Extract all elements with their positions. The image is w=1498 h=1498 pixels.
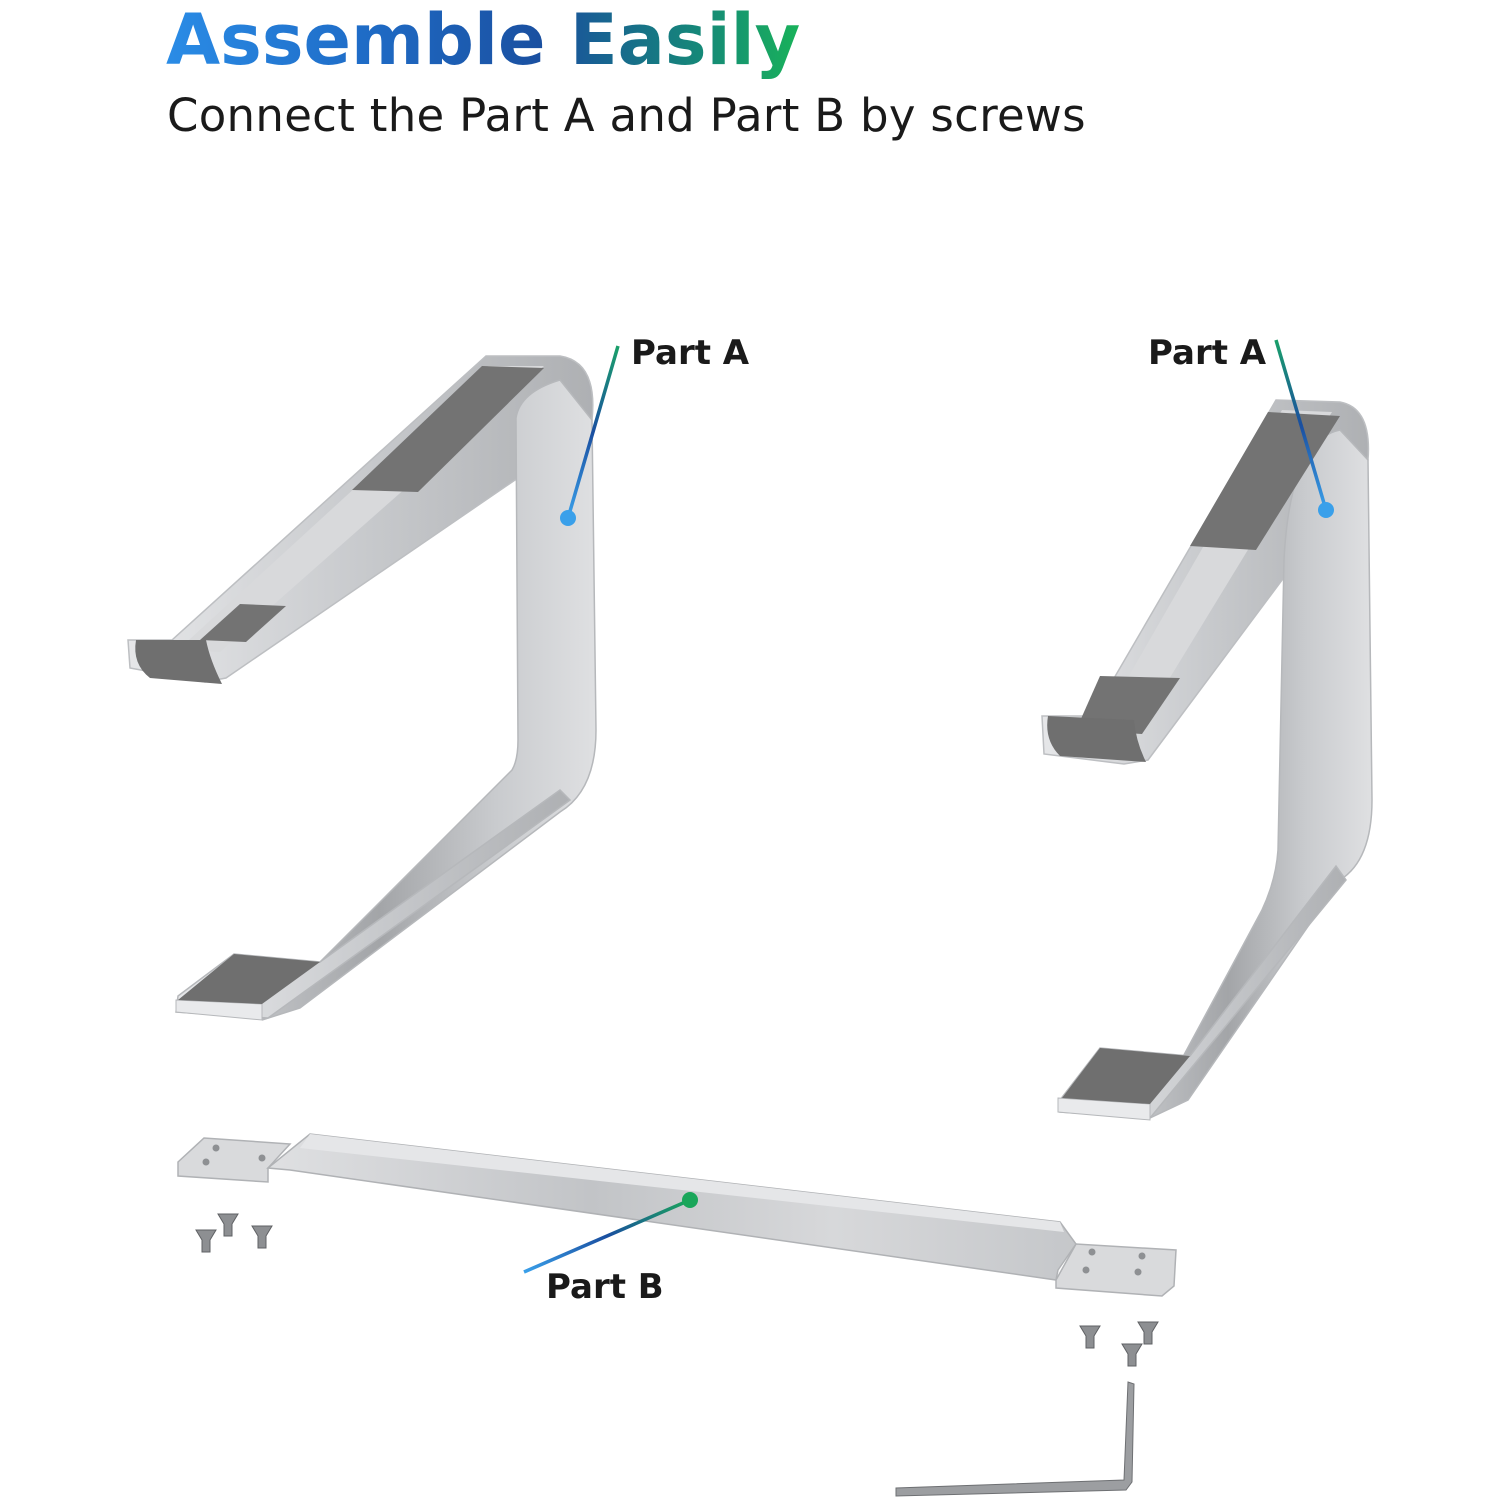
label-part-a-right: Part A: [1148, 333, 1267, 373]
page-title: Assemble Easily: [166, 0, 801, 81]
marker-dot: [560, 510, 576, 526]
callout-part-b: Part B: [523, 1192, 698, 1307]
part-a-right-bracket: [1041, 399, 1373, 1121]
screw-icon: [1079, 1325, 1101, 1349]
screw-icon: [1137, 1321, 1159, 1345]
label-part-b: Part B: [546, 1267, 664, 1307]
screw-icon: [251, 1225, 273, 1249]
page-subtitle: Connect the Part A and Part B by screws: [167, 89, 1086, 142]
screw-icon: [1121, 1343, 1143, 1367]
marker-dot: [682, 1192, 698, 1208]
callout-part-a-left: Part A: [560, 333, 750, 526]
label-part-a-left: Part A: [631, 333, 750, 373]
marker-dot: [1318, 502, 1334, 518]
callout-part-a-right: Part A: [1148, 333, 1334, 518]
screws-left: [195, 1213, 273, 1253]
screw-icon: [217, 1213, 239, 1237]
screw-icon: [195, 1229, 217, 1253]
part-a-left-bracket: [127, 355, 597, 1021]
screws-right: [1079, 1321, 1159, 1367]
part-b-crossbar: [177, 1133, 1177, 1297]
allen-key-icon: [895, 1381, 1135, 1497]
